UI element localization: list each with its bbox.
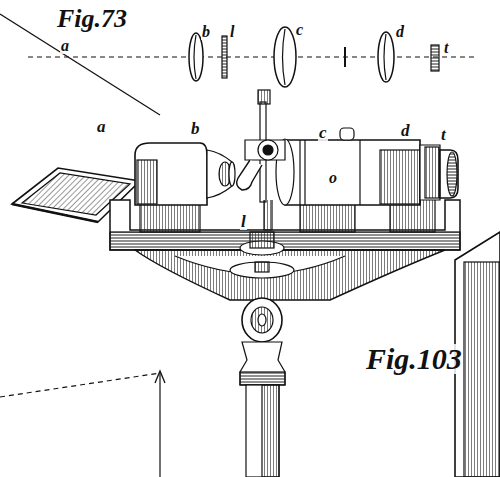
figure-number: Fig.103 bbox=[365, 344, 463, 374]
part-letter: c bbox=[318, 124, 328, 141]
part-letter: l bbox=[240, 213, 247, 230]
part-letter: t bbox=[440, 126, 447, 143]
part-letter: d bbox=[400, 122, 411, 139]
lens-letter: c bbox=[295, 22, 304, 38]
part-letter: b bbox=[190, 120, 201, 137]
ray-label: a bbox=[60, 38, 70, 54]
eyepiece-letter: t bbox=[443, 40, 449, 56]
figure-number: Fig.73 bbox=[56, 6, 128, 32]
lens-letter: d bbox=[395, 24, 405, 40]
mirror-letter: a bbox=[96, 118, 107, 135]
lens-letter: b bbox=[201, 24, 211, 40]
scale-letter: l bbox=[229, 24, 235, 40]
part-letter: o bbox=[328, 170, 338, 186]
